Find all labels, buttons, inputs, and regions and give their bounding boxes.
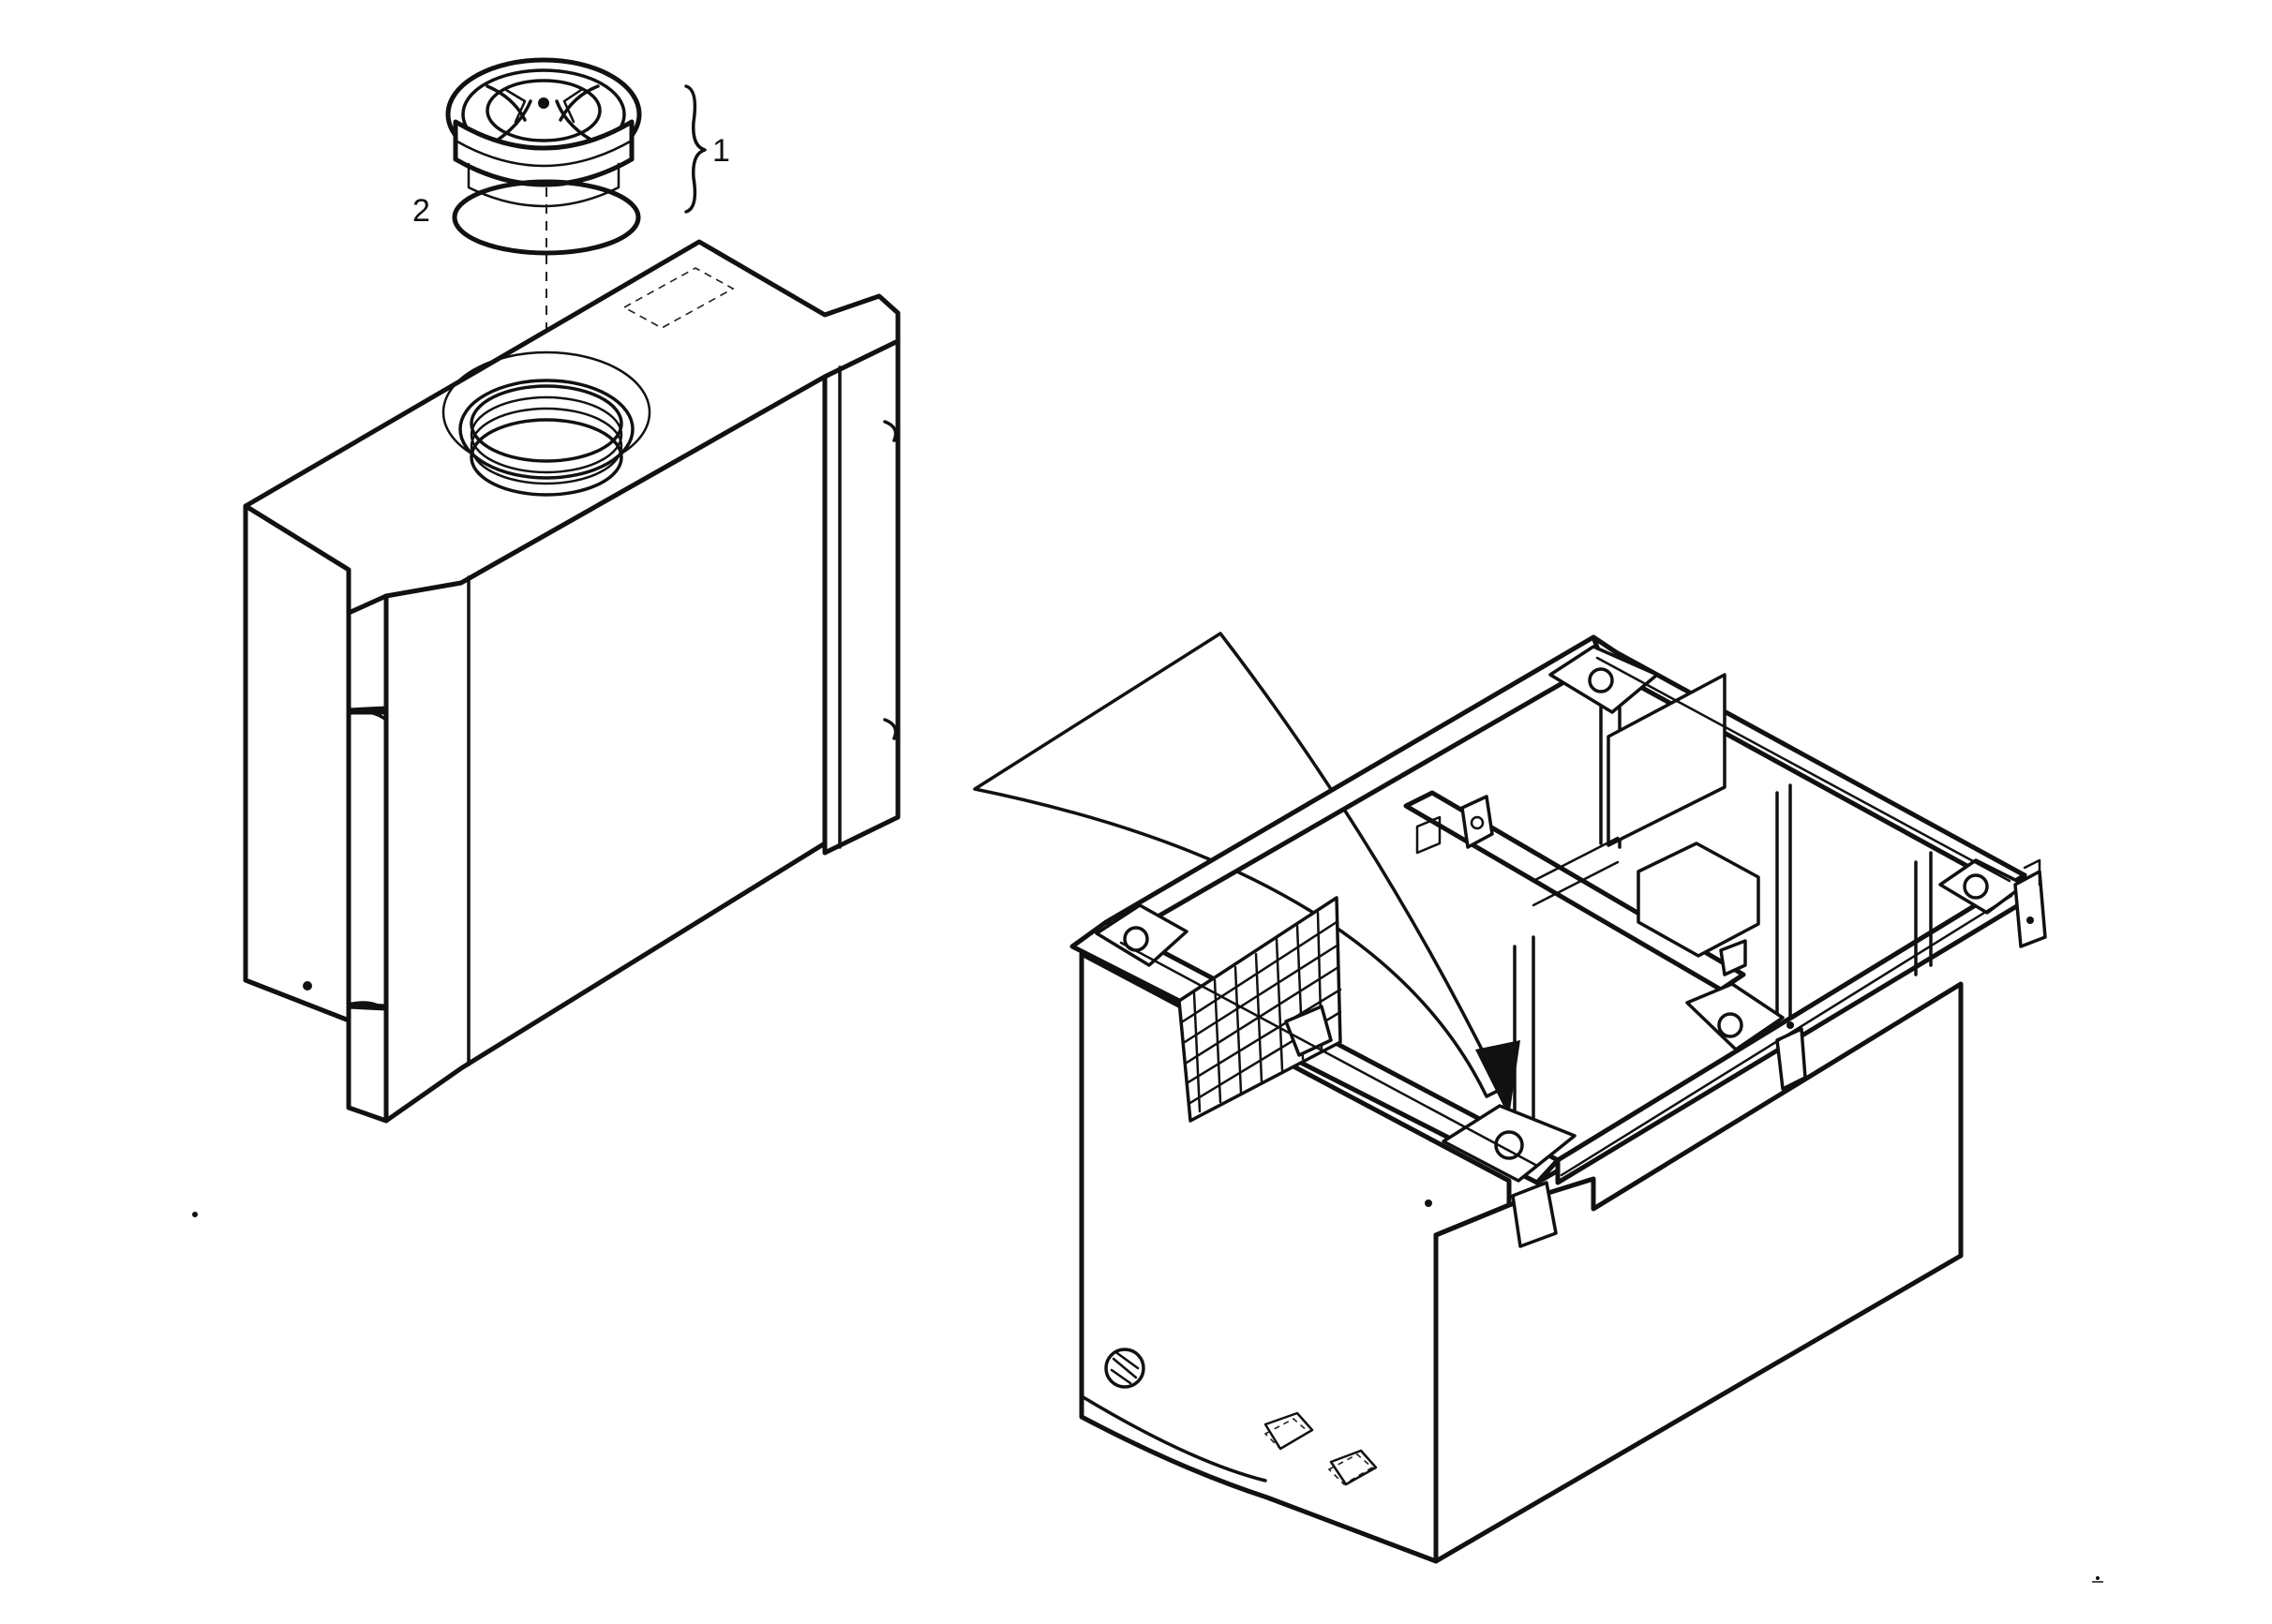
- callout-2: 2: [412, 193, 430, 229]
- water-tank: [243, 239, 901, 1124]
- o-ring: [452, 179, 641, 256]
- callout-1: 1: [712, 133, 730, 169]
- filler-cap: [445, 57, 642, 208]
- callout-bracket: [684, 84, 707, 214]
- appliance-cabinet: [1069, 634, 2047, 1564]
